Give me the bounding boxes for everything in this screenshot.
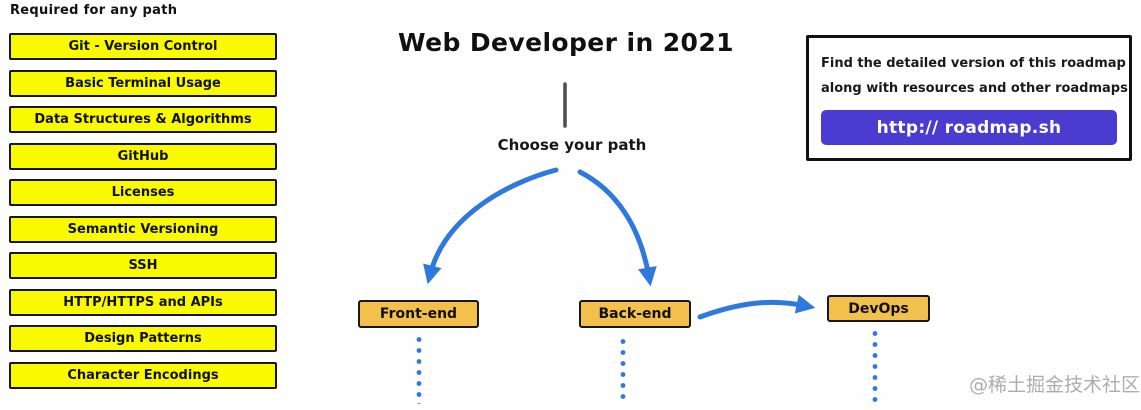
watermark: @稀土掘金技术社区 bbox=[968, 374, 1140, 396]
dotted-connector-devops bbox=[872, 328, 878, 402]
choose-your-path-label: Choose your path bbox=[497, 136, 647, 154]
path-box-frontend: Front-end bbox=[358, 300, 479, 328]
info-line-2: along with resources and other roadmaps bbox=[821, 81, 1128, 96]
roadmap-url-button[interactable]: http:// roadmap.sh bbox=[821, 110, 1117, 145]
arrow-choose-to-backend bbox=[577, 169, 657, 287]
path-box-backend: Back-end bbox=[579, 300, 691, 328]
topic-box-github: GitHub bbox=[9, 142, 277, 170]
topic-box-semantic-versioning: Semantic Versioning bbox=[9, 215, 277, 243]
topic-box-character-encodings: Character Encodings bbox=[9, 361, 277, 389]
topic-box-ssh: SSH bbox=[9, 252, 277, 279]
required-topics-list: Git - Version Control Basic Terminal Usa… bbox=[9, 33, 277, 389]
topic-box-http-https-apis: HTTP/HTTPS and APIs bbox=[9, 288, 277, 316]
arrow-choose-to-frontend bbox=[423, 167, 559, 285]
topic-box-design-patterns: Design Patterns bbox=[9, 325, 277, 352]
topic-box-licenses: Licenses bbox=[9, 179, 277, 206]
page-title: Web Developer in 2021 bbox=[398, 28, 734, 57]
dotted-connector-backend bbox=[620, 336, 626, 402]
info-line-1: Find the detailed version of this roadma… bbox=[821, 56, 1126, 71]
path-box-devops: DevOps bbox=[827, 295, 930, 322]
topic-box-git-version-control: Git - Version Control bbox=[9, 33, 277, 60]
dotted-connector-frontend bbox=[416, 334, 422, 404]
info-box: Find the detailed version of this roadma… bbox=[806, 35, 1132, 161]
topic-box-data-structures-algorithms: Data Structures & Algorithms bbox=[9, 106, 277, 133]
arrow-backend-to-devops bbox=[697, 294, 816, 320]
topic-box-basic-terminal-usage: Basic Terminal Usage bbox=[9, 69, 277, 97]
required-section-heading: Required for any path bbox=[10, 3, 178, 18]
